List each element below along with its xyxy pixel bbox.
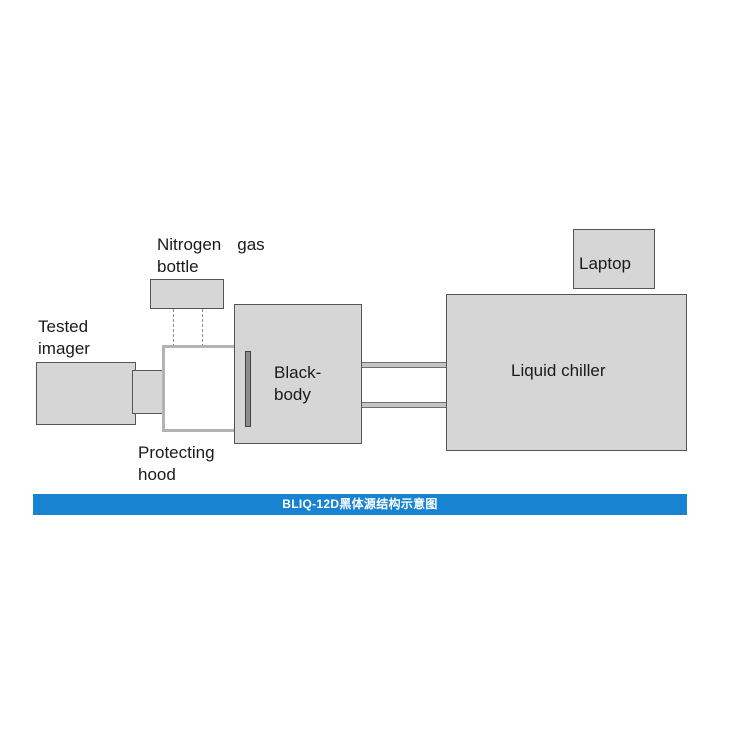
blackbody-label-line2: body <box>274 385 311 404</box>
tested-imager-body <box>36 362 136 425</box>
tested-imager-lens <box>132 370 166 414</box>
protecting-hood <box>162 345 236 432</box>
blackbody-label: Black- body <box>274 362 321 406</box>
coolant-pipe-lower <box>362 402 447 408</box>
coolant-pipe-upper <box>362 362 447 368</box>
nitrogen-gas-label: gas <box>237 235 265 254</box>
liquid-chiller-label: Liquid chiller <box>511 361 606 380</box>
liquid-chiller-box <box>446 294 687 451</box>
caption-banner: BLIQ-12D黑体源结构示意图 <box>33 494 687 515</box>
laptop-label: Laptop <box>579 254 631 273</box>
nitrogen-bottle-label: Nitrogen gas bottle <box>157 234 265 278</box>
nitrogen-label-line2: bottle <box>157 257 199 276</box>
protecting-label-line1: Protecting <box>138 443 215 462</box>
tested-label-line1: Tested <box>38 317 89 336</box>
nitrogen-label-line1: Nitrogen <box>157 235 222 254</box>
tested-imager-label: Tested imager <box>38 316 90 360</box>
nitrogen-bottle-box <box>150 279 224 309</box>
blackbody-label-line1: Black- <box>274 363 322 382</box>
protecting-label-line2: hood <box>138 465 176 484</box>
gas-line-right <box>202 309 203 347</box>
protecting-hood-label: Protecting hood <box>138 442 215 486</box>
laptop-box <box>573 229 655 289</box>
tested-label-line2: imager <box>38 339 90 358</box>
blackbody-emitter-plate <box>245 351 251 427</box>
blackbody-box <box>234 304 362 444</box>
gas-line-left <box>173 309 174 347</box>
